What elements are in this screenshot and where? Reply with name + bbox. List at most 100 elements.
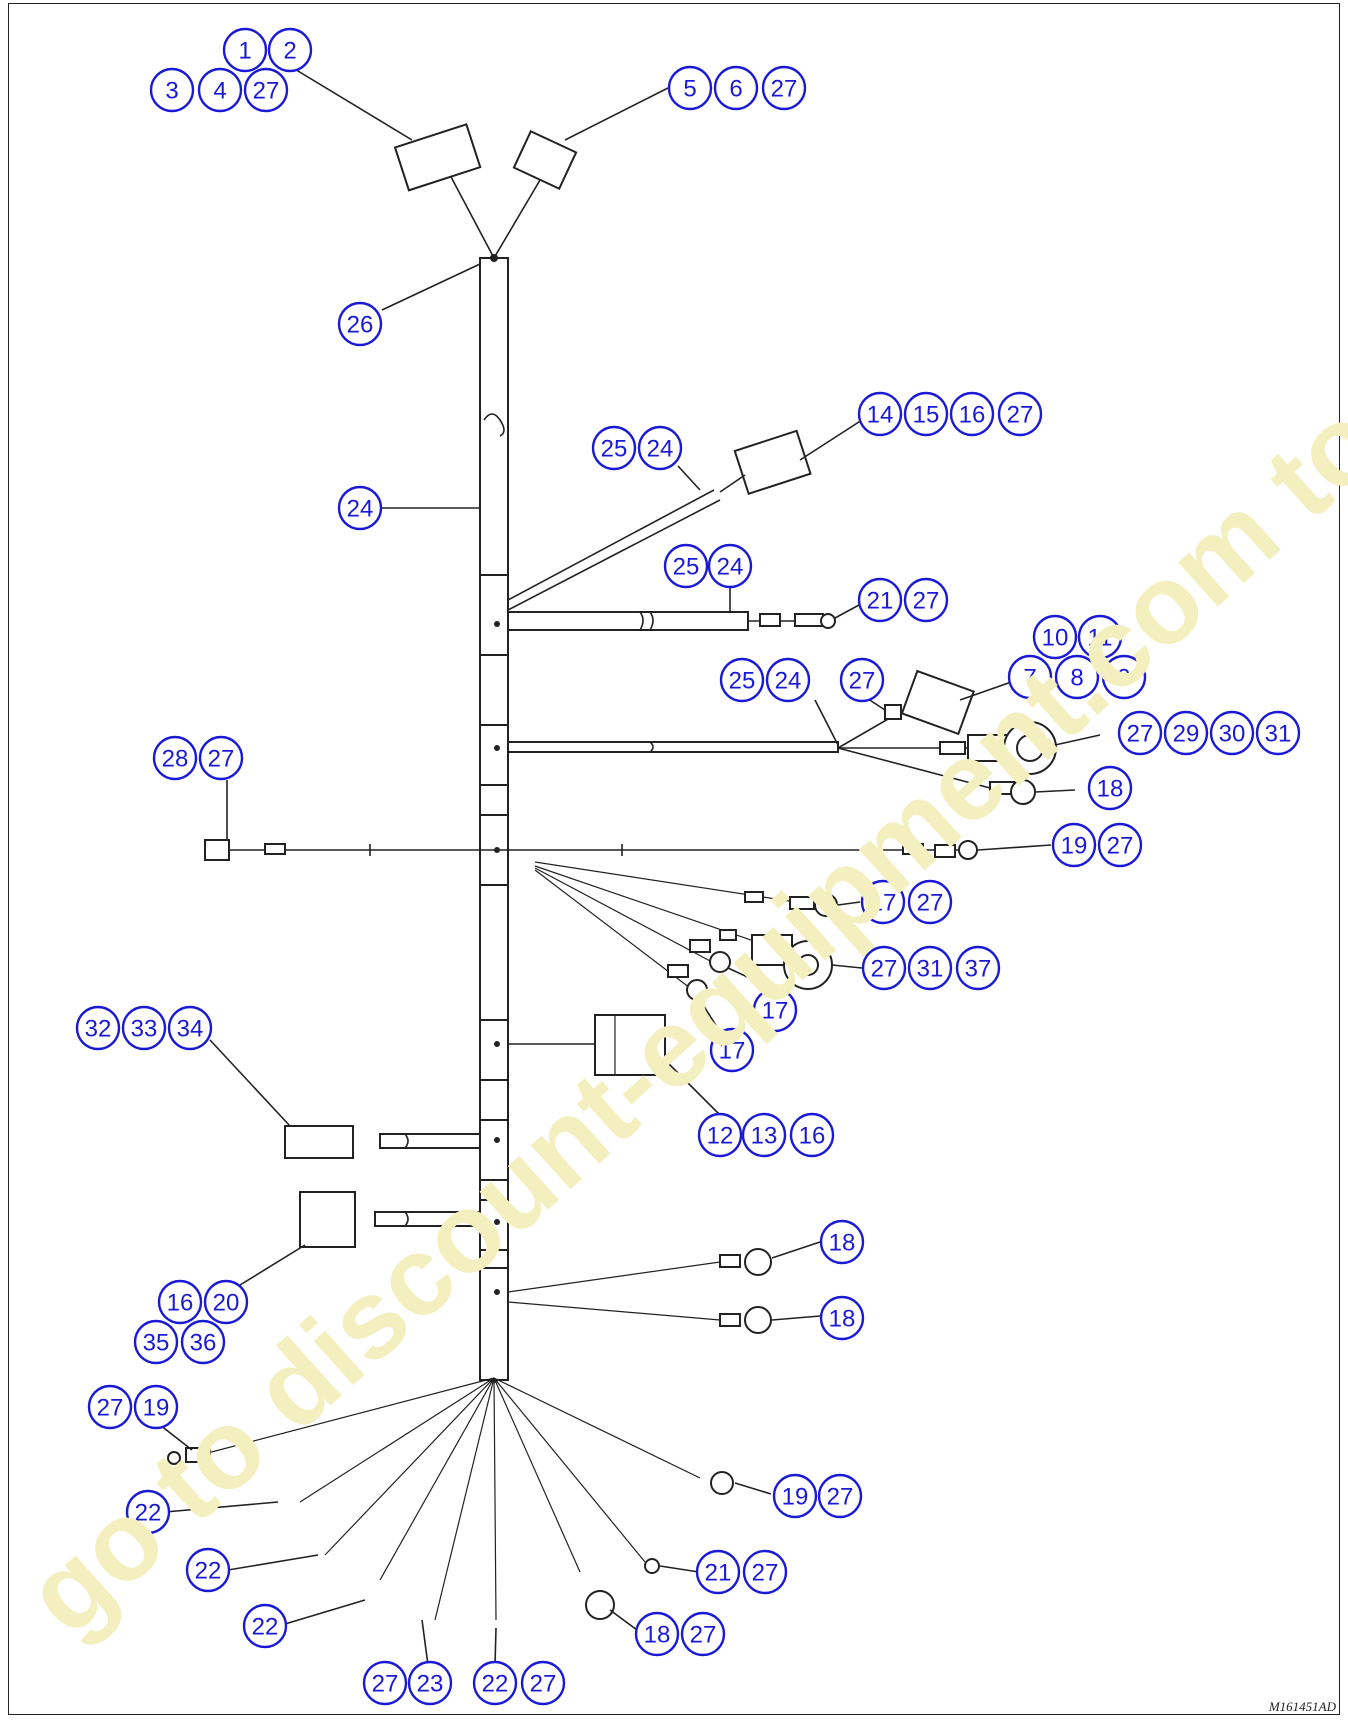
left-connector-1	[284, 1125, 481, 1159]
center-connector	[508, 1014, 666, 1076]
callout-balloon: 3	[149, 67, 195, 113]
callout-balloon: 17	[752, 987, 798, 1033]
callout-number: 1	[238, 38, 251, 65]
callout-balloon: 25	[663, 543, 709, 589]
callout-number: 6	[729, 76, 742, 103]
callout-number: 27	[208, 746, 235, 773]
callout-number: 14	[867, 402, 894, 429]
callout-balloon: 18	[634, 1611, 680, 1657]
callout-number: 37	[965, 956, 992, 983]
callout-number: 16	[799, 1123, 826, 1150]
callout-number: 24	[347, 496, 374, 523]
callout-balloon: 23	[407, 1660, 453, 1706]
callout-balloon: 19	[772, 1473, 818, 1519]
callout-balloon: 18	[819, 1295, 865, 1341]
callout-number: 21	[705, 1560, 732, 1587]
callout-number: 11	[1088, 625, 1113, 652]
callout-number: 17	[719, 1038, 746, 1065]
branch-third	[507, 669, 1057, 805]
callout-number: 21	[867, 588, 894, 615]
callout-balloon: 27	[761, 65, 807, 111]
callout-number: 36	[190, 1330, 217, 1357]
callout-balloon: 15	[903, 391, 949, 437]
callout-balloon: 13	[741, 1112, 787, 1158]
callout-number: 27	[771, 76, 798, 103]
callout-balloon: 27	[1097, 822, 1143, 868]
callout-number: 25	[601, 436, 628, 463]
callout-number: 28	[162, 746, 189, 773]
callout-number: 27	[827, 1484, 854, 1511]
left-connector-2	[299, 1191, 481, 1248]
callout-number: 27	[253, 78, 280, 105]
callout-number: 24	[775, 668, 802, 695]
callout-balloon: 21	[857, 577, 903, 623]
callout-balloon: 7	[1007, 654, 1053, 700]
callout-number: 10	[1042, 625, 1069, 652]
callout-number: 7	[1023, 665, 1036, 692]
callout-balloon: 27	[243, 67, 289, 113]
callout-balloon: 34	[167, 1005, 213, 1051]
callout-balloon: 14	[857, 391, 903, 437]
callout-balloon: 5	[667, 65, 713, 111]
bottom-fan	[167, 1377, 734, 1621]
callout-number: 31	[917, 956, 944, 983]
callout-balloon: 17	[709, 1027, 755, 1073]
callout-balloon: 25	[591, 425, 637, 471]
callout-balloon: 33	[121, 1005, 167, 1051]
callout-number: 29	[1173, 721, 1200, 748]
callout-balloon: 1	[222, 27, 268, 73]
callout-number: 3	[165, 78, 178, 105]
callout-balloon: 27	[198, 735, 244, 781]
callout-balloon: 6	[713, 65, 759, 111]
callout-balloon: 22	[242, 1603, 288, 1649]
branch-second	[507, 611, 836, 631]
callout-balloon: 37	[955, 945, 1001, 991]
callout-balloon: 19	[1051, 822, 1097, 868]
drawing-frame	[8, 3, 1340, 1715]
callout-number: 9	[1117, 665, 1130, 692]
callout-number: 23	[417, 1671, 444, 1698]
top-left-connector	[393, 123, 495, 259]
callout-balloon: 22	[185, 1547, 231, 1593]
callout-number: 27	[913, 588, 940, 615]
callout-number: 12	[707, 1123, 734, 1150]
callout-number: 25	[673, 554, 700, 581]
callout-number: 27	[752, 1560, 779, 1587]
callout-number: 26	[347, 312, 374, 339]
callout-balloon: 27	[742, 1549, 788, 1595]
callout-balloon: 11	[1077, 614, 1123, 660]
main-trunk	[479, 254, 509, 1383]
callout-balloon: 35	[133, 1319, 179, 1365]
callout-balloon: 18	[1087, 765, 1133, 811]
callout-number: 18	[829, 1306, 856, 1333]
callout-balloon: 36	[180, 1319, 226, 1365]
callout-balloon: 32	[75, 1005, 121, 1051]
callout-number: 2	[283, 38, 296, 65]
lower-rings	[507, 1248, 772, 1334]
callout-number: 25	[729, 668, 756, 695]
callout-number: 22	[195, 1558, 222, 1585]
callout-balloon: 27	[861, 945, 907, 991]
callout-balloon: 27	[362, 1660, 408, 1706]
callout-balloon: 27	[87, 1384, 133, 1430]
callout-balloon: 24	[765, 657, 811, 703]
callout-number: 27	[917, 890, 944, 917]
callout-number: 35	[143, 1330, 170, 1357]
callout-number: 27	[530, 1671, 557, 1698]
fan-wires	[534, 861, 838, 1001]
callout-number: 30	[1219, 721, 1246, 748]
callout-number: 32	[85, 1016, 112, 1043]
callout-number: 17	[870, 890, 897, 917]
callout-balloon: 26	[337, 301, 383, 347]
callout-balloon: 27	[520, 1660, 566, 1706]
callout-number: 27	[871, 956, 898, 983]
horizontal-wire	[204, 839, 978, 861]
callout-balloon: 25	[719, 657, 765, 703]
callout-number: 18	[1097, 776, 1124, 803]
callout-number: 16	[959, 402, 986, 429]
callout-number: 27	[1107, 833, 1134, 860]
callout-balloon: 27	[817, 1473, 863, 1519]
callout-balloon: 22	[125, 1489, 171, 1535]
callout-number: 20	[213, 1290, 240, 1317]
